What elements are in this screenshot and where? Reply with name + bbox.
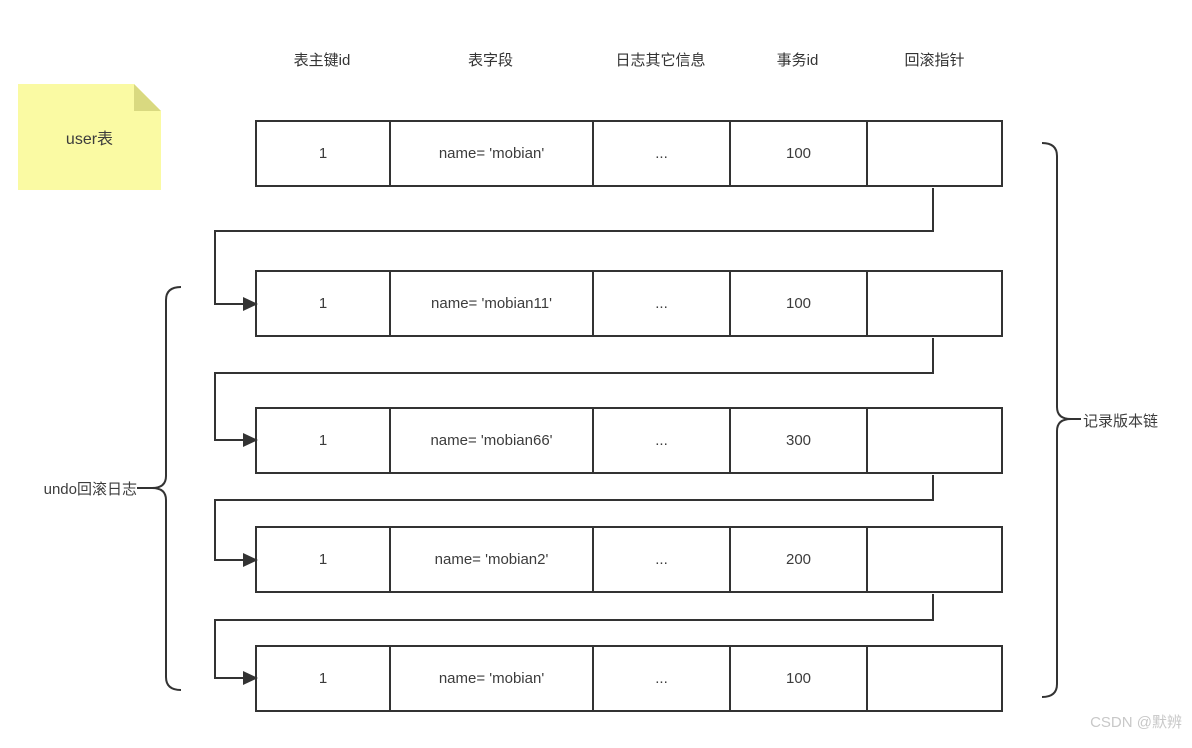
version-chain-label: 记录版本链: [1083, 413, 1159, 430]
record-row-undo-4: 1 name= 'mobian' ... 100: [255, 645, 1003, 712]
cell-log-info: ...: [594, 272, 731, 335]
cell-log-info: ...: [594, 528, 731, 591]
cell-log-info: ...: [594, 647, 731, 710]
cell-field: name= 'mobian66': [391, 409, 594, 472]
cell-trx-id: 100: [731, 272, 868, 335]
csdn-watermark: CSDN @默辨: [1090, 714, 1182, 731]
cell-rollback-ptr: [868, 647, 1001, 710]
sticky-note-fold: [134, 84, 161, 111]
cell-primary-key: 1: [257, 122, 391, 185]
record-row-undo-2: 1 name= 'mobian66' ... 300: [255, 407, 1003, 474]
cell-field: name= 'mobian2': [391, 528, 594, 591]
cell-primary-key: 1: [257, 272, 391, 335]
cell-primary-key: 1: [257, 647, 391, 710]
cell-rollback-ptr: [868, 409, 1001, 472]
sticky-note-label: user表: [65, 131, 114, 148]
cell-rollback-ptr: [868, 122, 1001, 185]
left-brace: [137, 286, 182, 691]
cell-trx-id: 100: [731, 647, 868, 710]
undo-log-label: undo回滚日志: [43, 481, 137, 498]
record-row-current: 1 name= 'mobian' ... 100: [255, 120, 1003, 187]
cell-trx-id: 300: [731, 409, 868, 472]
record-row-undo-1: 1 name= 'mobian11' ... 100: [255, 270, 1003, 337]
right-brace: [1041, 142, 1081, 698]
record-row-undo-3: 1 name= 'mobian2' ... 200: [255, 526, 1003, 593]
cell-primary-key: 1: [257, 409, 391, 472]
column-header-primary-key: 表主键id: [293, 52, 351, 69]
column-header-trx-id: 事务id: [776, 52, 819, 69]
cell-primary-key: 1: [257, 528, 391, 591]
column-header-log-info: 日志其它信息: [615, 52, 706, 69]
cell-trx-id: 200: [731, 528, 868, 591]
cell-field: name= 'mobian': [391, 122, 594, 185]
cell-log-info: ...: [594, 122, 731, 185]
cell-rollback-ptr: [868, 528, 1001, 591]
cell-field: name= 'mobian': [391, 647, 594, 710]
column-header-field: 表字段: [467, 52, 513, 69]
cell-log-info: ...: [594, 409, 731, 472]
cell-rollback-ptr: [868, 272, 1001, 335]
cell-trx-id: 100: [731, 122, 868, 185]
cell-field: name= 'mobian11': [391, 272, 594, 335]
column-header-rollback-ptr: 回滚指针: [904, 52, 965, 69]
